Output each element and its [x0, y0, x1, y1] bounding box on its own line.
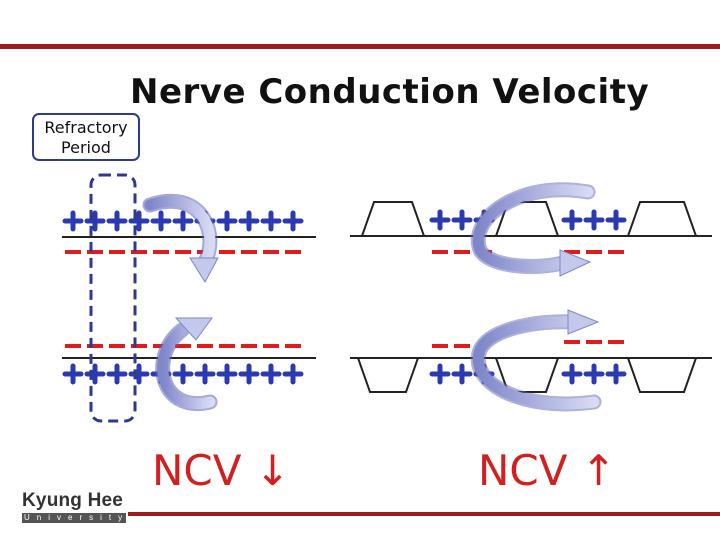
- top-accent-bar: [0, 44, 720, 49]
- plus-charge-icon: [216, 210, 238, 232]
- myelin-sheath: [626, 357, 698, 393]
- plus-charge-icon: [128, 210, 150, 232]
- plus-charge-icon: [605, 209, 627, 231]
- unmyelinated-axon: [62, 173, 316, 423]
- arrowhead-icon: [559, 249, 592, 277]
- plus-charge-icon: [150, 210, 172, 232]
- refractory-label-line1: Refractory: [44, 118, 128, 137]
- university-logo: Kyung Hee University: [22, 490, 126, 523]
- myelin-sheath: [494, 357, 560, 393]
- plus-charge-icon: [84, 210, 106, 232]
- plus-charge-icon: [84, 363, 106, 385]
- plus-charge-icon: [194, 363, 216, 385]
- plus-charge-icon: [216, 363, 238, 385]
- plus-charge-icon: [62, 363, 84, 385]
- arrowhead-icon: [189, 257, 219, 283]
- plus-charge-icon: [106, 210, 128, 232]
- plus-charge-icon: [583, 209, 605, 231]
- plus-charge-icon: [561, 363, 583, 385]
- plus-charge-icon: [605, 363, 627, 385]
- plus-charge-icon: [282, 363, 304, 385]
- plus-charge-icon: [260, 363, 282, 385]
- plus-charge-icon: [128, 363, 150, 385]
- plus-charge-icon: [172, 363, 194, 385]
- plus-charge-icon: [172, 210, 194, 232]
- plus-charge-icon: [260, 210, 282, 232]
- node-charges: [429, 209, 627, 385]
- positive-charges-top: [62, 210, 304, 232]
- arrowhead-icon: [567, 309, 600, 335]
- ncv-decrease-label: NCV ↓: [152, 446, 291, 495]
- plus-charge-icon: [451, 209, 473, 231]
- arrowhead-icon: [174, 317, 213, 341]
- bottom-accent-bar: [128, 512, 720, 516]
- plus-charge-icon: [583, 363, 605, 385]
- myelin-sheath: [360, 201, 426, 237]
- myelin-sheath: [626, 201, 698, 237]
- slide-title: Nerve Conduction Velocity: [130, 72, 650, 112]
- refractory-period-label: Refractory Period: [32, 113, 140, 161]
- plus-charge-icon: [106, 363, 128, 385]
- logo-name: Kyung Hee: [22, 490, 124, 511]
- plus-charge-icon: [561, 209, 583, 231]
- plus-charge-icon: [282, 210, 304, 232]
- plus-charge-icon: [451, 363, 473, 385]
- logo-sub: University: [22, 513, 126, 523]
- plus-charge-icon: [62, 210, 84, 232]
- plus-charge-icon: [238, 363, 260, 385]
- refractory-period-outline: [89, 173, 137, 423]
- plus-charge-icon: [429, 363, 451, 385]
- positive-charges-bottom: [62, 363, 304, 385]
- myelinated-axon: [350, 182, 712, 412]
- plus-charge-icon: [429, 209, 451, 231]
- myelin-sheath: [356, 357, 420, 393]
- plus-charge-icon: [238, 210, 260, 232]
- refractory-label-line2: Period: [61, 138, 111, 157]
- ncv-increase-label: NCV ↑: [478, 446, 617, 495]
